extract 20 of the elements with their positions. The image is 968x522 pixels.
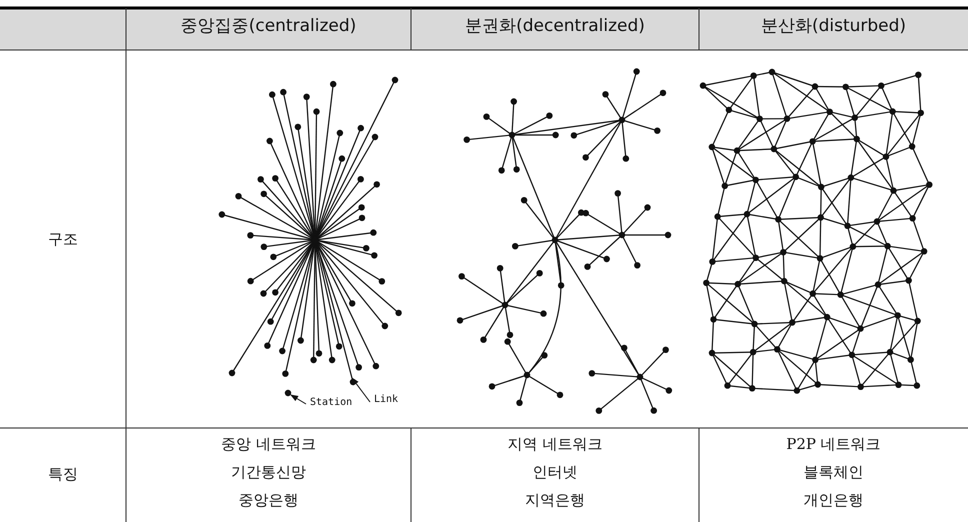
table-cell-text: P2P 네트워크 xyxy=(785,435,882,454)
callout-label: Station xyxy=(310,397,352,408)
table-cell-text: 중앙 네트워크 xyxy=(220,435,317,454)
column-header: 분권화(decentralized) xyxy=(464,15,646,37)
table-cell-text: 인터넷 xyxy=(532,463,578,482)
table-cell-text: 개인은행 xyxy=(802,491,864,510)
row-header: 구조 xyxy=(47,230,79,249)
table-cell-text: 지역 네트워크 xyxy=(506,435,604,454)
table-cell-text: 블록체인 xyxy=(802,463,864,482)
table-cell-text: 중앙은행 xyxy=(238,491,300,510)
leader-line xyxy=(351,377,370,402)
row-header: 특징 xyxy=(47,465,79,484)
callout-label: Link xyxy=(374,394,398,405)
table-cell-text: 기간통신망 xyxy=(230,463,307,482)
station-dot xyxy=(284,390,292,396)
column-header: 중앙집중(centralized) xyxy=(180,15,358,37)
table-cell-text: 지역은행 xyxy=(524,491,586,510)
link-line xyxy=(317,248,356,386)
leader-line xyxy=(290,394,306,404)
column-header: 분산화(disturbed) xyxy=(760,15,908,37)
